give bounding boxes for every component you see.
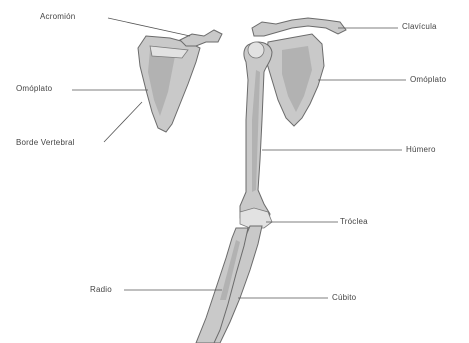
- omoplato-right-label: Omóplato: [410, 75, 446, 84]
- troclea-label: Tróclea: [340, 217, 368, 226]
- omoplato-left-label: Omóplato: [16, 84, 52, 93]
- clavicula-label: Clavícula: [402, 22, 437, 31]
- left-acromion: [180, 30, 222, 46]
- acromion-leader-line: [108, 18, 190, 36]
- left-scapula: [138, 36, 200, 132]
- radio-label: Radio: [90, 285, 112, 294]
- right-clavicle: [252, 18, 346, 36]
- borde-vertebral-label: Borde Vertebral: [16, 138, 75, 147]
- cubito-label: Cúbito: [332, 293, 356, 302]
- humero-label: Húmero: [406, 145, 436, 154]
- borde-vertebral-leader-line: [104, 102, 142, 142]
- acromion-label: Acromión: [40, 12, 75, 21]
- humerus: [240, 42, 272, 226]
- right-scapula: [266, 34, 324, 126]
